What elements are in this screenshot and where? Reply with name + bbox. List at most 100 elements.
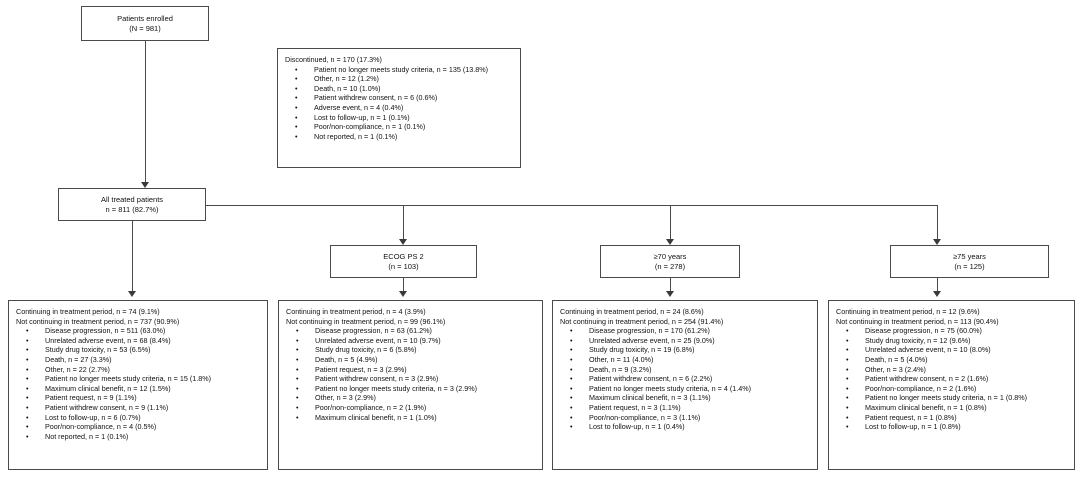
discontinued-list: • Patient no longer meets study criteria,… <box>285 65 514 142</box>
connector-ecog-to-outcome <box>403 278 404 293</box>
bullet-icon: • <box>26 422 29 432</box>
arrow-all-treated-to-outcome <box>128 291 136 297</box>
list-item: •Not reported, n = 1 (0.1%) <box>285 132 514 142</box>
list-item-label: Patient request, n = 3 (1.1%) <box>589 402 681 412</box>
list-item-label: Adverse event, n = 4 (0.4%) <box>314 102 404 112</box>
list-item-label: Not reported, n = 1 (0.1%) <box>45 431 129 441</box>
list-item-label: Lost to follow-up, n = 1 (0.4%) <box>589 422 685 432</box>
bullet-icon: • <box>26 431 29 441</box>
bullet-icon: • <box>570 326 573 336</box>
bullet-icon: • <box>295 122 298 132</box>
bullet-icon: • <box>846 412 849 422</box>
bullet-icon: • <box>570 383 573 393</box>
node-ecog-line1: ECOG PS 2 <box>383 251 424 261</box>
list-item: •Unrelated adverse event, n = 68 (8.4%) <box>16 336 261 346</box>
node-ecog-ps-2: ECOG PS 2 (n = 103) <box>330 245 477 278</box>
bullet-icon: • <box>296 374 299 384</box>
list-item-label: Lost to follow-up, n = 1 (0.1%) <box>314 112 410 122</box>
bullet-icon: • <box>26 364 29 374</box>
node-all-treated-line1: All treated patients <box>100 194 164 204</box>
list-item-label: Disease progression, n = 63 (61.2%) <box>315 326 432 336</box>
outcome-age75-list: • Disease progression, n = 75 (60.0%) •St… <box>836 326 1068 432</box>
bullet-icon: • <box>26 393 29 403</box>
bullet-icon: • <box>26 345 29 355</box>
box-discontinued: Discontinued, n = 170 (17.3%) • Patient n… <box>277 48 521 168</box>
node-all-treated-patients: All treated patients n = 811 (82.7%) <box>58 188 206 221</box>
connector-bus-to-age70 <box>670 205 671 241</box>
list-item-label: Maximum clinical benefit, n = 1 (1.0%) <box>315 412 437 422</box>
list-item-label: Other, n = 11 (4.0%) <box>589 354 654 364</box>
list-item: •Other, n = 3 (2.9%) <box>286 393 536 403</box>
bullet-icon: • <box>846 364 849 374</box>
bullet-icon: • <box>295 64 298 74</box>
discontinued-heading: Discontinued, n = 170 (17.3%) <box>285 55 382 64</box>
outcome-all-treated-head1: Continuing in treatment period, n = 74 (… <box>16 307 160 316</box>
bullet-icon: • <box>296 402 299 412</box>
list-item-label: Other, n = 22 (2.7%) <box>45 364 110 374</box>
bullet-icon: • <box>295 83 298 93</box>
list-item-label: Poor/non-compliance, n = 2 (1.6%) <box>865 383 977 393</box>
list-item-label: Other, n = 3 (2.4%) <box>865 364 926 374</box>
connector-enrolled-to-all-treated <box>145 41 146 184</box>
connector-bus-to-age75 <box>937 205 938 241</box>
list-item: •Study drug toxicity, n = 19 (6.8%) <box>560 345 811 355</box>
outcome-age70-list: •Disease progression, n = 170 (61.2%) •U… <box>560 326 811 432</box>
list-item: •Patient no longer meets study criteria,… <box>286 384 536 394</box>
bullet-icon: • <box>846 326 849 336</box>
box-outcome-age75: Continuing in treatment period, n = 12 (… <box>828 300 1075 470</box>
node-age-75-plus: ≥75 years (n = 125) <box>890 245 1049 278</box>
bullet-icon: • <box>570 335 573 345</box>
bullet-icon: • <box>570 393 573 403</box>
list-item: •Study drug toxicity, n = 53 (6.5%) <box>16 345 261 355</box>
bullet-icon: • <box>570 345 573 355</box>
list-item: •Patient withdrew consent, n = 6 (0.6%) <box>285 93 514 103</box>
list-item: • Patient no longer meets study criteria,… <box>285 65 514 75</box>
list-item-label: Unrelated adverse event, n = 25 (9.0%) <box>589 335 715 345</box>
list-item-label: Death, n = 10 (1.0%) <box>314 83 381 93</box>
list-item: • Disease progression, n = 63 (61.2%) <box>286 326 536 336</box>
list-item: •Study drug toxicity, n = 12 (9.6%) <box>836 336 1068 346</box>
list-item: •Poor/non-compliance, n = 4 (0.5%) <box>16 422 261 432</box>
bullet-icon: • <box>846 422 849 432</box>
bullet-icon: • <box>296 326 299 336</box>
list-item-label: Disease progression, n = 75 (60.0%) <box>865 326 982 336</box>
arrow-bus-to-ecog <box>399 239 407 245</box>
bullet-icon: • <box>846 402 849 412</box>
list-item-label: Disease progression, n = 511 (63.0%) <box>45 326 166 336</box>
list-item-label: Other, n = 3 (2.9%) <box>315 393 376 403</box>
bullet-icon: • <box>846 383 849 393</box>
list-item: •Patient withdrew consent, n = 3 (2.9%) <box>286 374 536 384</box>
node-patients-enrolled-line2: (N = 981) <box>129 23 161 33</box>
bullet-icon: • <box>26 335 29 345</box>
list-item: •Disease progression, n = 511 (63.0%) <box>16 326 261 336</box>
outcome-ecog-head2: Not continuing in treatment period, n = … <box>286 316 446 326</box>
bullet-icon: • <box>846 345 849 355</box>
node-age-70-plus: ≥70 years (n = 278) <box>600 245 740 278</box>
bullet-icon: • <box>295 112 298 122</box>
list-item: •Patient no longer meets study criteria,… <box>560 384 811 394</box>
bullet-icon: • <box>296 383 299 393</box>
bullet-icon: • <box>295 102 298 112</box>
bullet-icon: • <box>570 402 573 412</box>
bullet-icon: • <box>570 354 573 364</box>
list-item: • Death, n = 10 (1.0%) <box>285 84 514 94</box>
arrow-ecog-to-outcome <box>399 291 407 297</box>
list-item: • Adverse event, n = 4 (0.4%) <box>285 103 514 113</box>
list-item: • Other, n = 22 (2.7%) <box>16 365 261 375</box>
list-item: •Lost to follow-up, n = 6 (0.7%) <box>16 413 261 423</box>
list-item: •Patient withdrew consent, n = 9 (1.1%) <box>16 403 261 413</box>
list-item: • Other, n = 3 (2.4%) <box>836 365 1068 375</box>
list-item: •Poor/non-compliance, n = 2 (1.9%) <box>286 403 536 413</box>
list-item-label: Maximum clinical benefit, n = 3 (1.1%) <box>589 393 711 403</box>
list-item-label: Other, n = 12 (1.2%) <box>314 74 379 84</box>
bullet-icon: • <box>295 74 298 84</box>
list-item-label: Patient no longer meets study criteria, … <box>314 64 488 74</box>
list-item-label: Death, n = 9 (3.2%) <box>589 364 652 374</box>
list-item: •Maximum clinical benefit, n = 12 (1.5%) <box>16 384 261 394</box>
node-all-treated-line2: n = 811 (82.7%) <box>105 204 159 214</box>
list-item: •Lost to follow-up, n = 1 (0.8%) <box>836 422 1068 432</box>
node-patients-enrolled: Patients enrolled (N = 981) <box>81 6 209 41</box>
list-item-label: Unrelated adverse event, n = 10 (9.7%) <box>315 335 441 345</box>
node-age70-line1: ≥70 years <box>653 251 687 261</box>
connector-bus-to-ecog <box>403 205 404 241</box>
